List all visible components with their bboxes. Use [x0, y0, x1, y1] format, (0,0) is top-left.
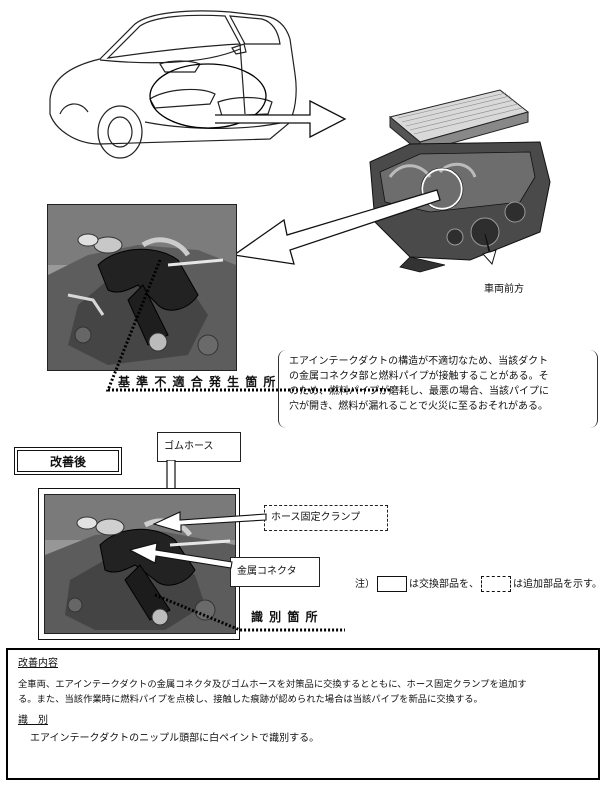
- after-improvement-badge: 改善後: [14, 447, 122, 475]
- defect-description-line-4: 穴が開き、燃料が漏れることで火災に至るおそれがある。: [289, 401, 548, 412]
- arrow-car-to-engine: [215, 99, 347, 139]
- defect-detail-photo-art: [48, 205, 236, 370]
- engine-assembly-illustration: [369, 89, 551, 273]
- identification-leader-line: [154, 593, 345, 632]
- defect-description-line-1: エアインテークダクトの構造が不適切なため、当該ダクト: [289, 356, 549, 367]
- identification-location-label: 識 別 箇 所: [251, 610, 319, 624]
- identification-body: エアインテークダクトのニップル頭部に白ペイントで識別する。: [30, 733, 320, 744]
- after-improvement-label: 改善後: [17, 450, 119, 472]
- metal-connector-callout: 金属コネクタ: [230, 557, 320, 587]
- note-suffix: は追加部品を示す。: [513, 578, 602, 590]
- defect-description-line-2: の金属コネクタ部と燃料パイプが接触することがある。そ: [289, 371, 549, 382]
- note-prefix: 注）: [355, 578, 375, 590]
- parts-legend-note: 注） は交換部品を、 は追加部品を示す。: [355, 576, 602, 592]
- front-direction-label: 車両前方: [484, 284, 524, 295]
- note-mid: は交換部品を、: [409, 578, 479, 590]
- replacement-part-swatch: [377, 576, 407, 592]
- defect-leader-line: [105, 259, 390, 392]
- defect-location-label: 基 準 不 適 合 発 生 箇 所: [118, 375, 277, 389]
- metal-connector-arrow: [128, 542, 233, 569]
- arrow-engine-to-detail: [232, 189, 441, 265]
- added-part-swatch: [481, 576, 511, 592]
- improvement-body-line-1: 全車両、エアインテークダクトの金属コネクタ及びゴムホースを対策品に交換するととも…: [18, 679, 527, 690]
- defect-description-line-3: のため、燃料パイプが磨耗し、最悪の場合、当該パイプに: [289, 386, 549, 397]
- hose-clamp-callout: ホース固定クランプ: [264, 505, 388, 531]
- defect-detail-photo: [47, 204, 237, 371]
- rubber-hose-callout: ゴムホース: [157, 432, 241, 462]
- improvement-heading: 改善内容: [18, 658, 58, 669]
- improvement-body-line-2: る。また、当該作業時に燃料パイプを点検し、接触した痕跡が認められた場合は当該パイ…: [18, 694, 483, 705]
- identification-heading: 識 別: [18, 715, 48, 726]
- defect-description-box: エアインテークダクトの構造が不適切なため、当該ダクト の金属コネクタ部と燃料パイ…: [278, 350, 598, 428]
- car-illustration: [49, 10, 297, 159]
- hose-clamp-arrow: [152, 511, 267, 533]
- improvement-content-box: 改善内容 全車両、エアインテークダクトの金属コネクタ及びゴムホースを対策品に交換…: [6, 648, 600, 780]
